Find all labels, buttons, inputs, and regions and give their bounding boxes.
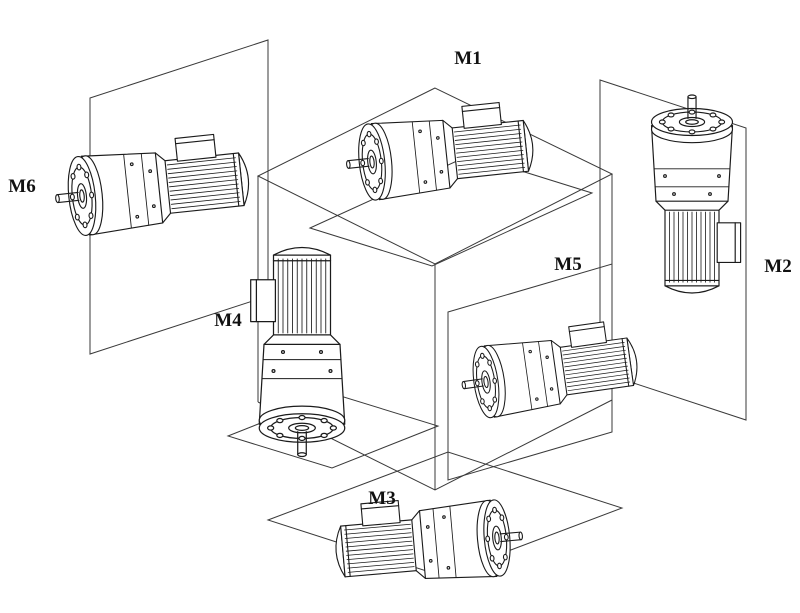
label-m4: M4 bbox=[214, 310, 242, 331]
label-m3: M3 bbox=[368, 488, 395, 509]
gearmotor-m6-illustration bbox=[50, 130, 253, 239]
label-m6: M6 bbox=[8, 176, 35, 197]
gearmotor-m3-illustration bbox=[331, 489, 527, 591]
gearmotor-m2-illustration bbox=[650, 94, 742, 294]
mounting-plane-m5 bbox=[447, 263, 613, 481]
label-m5: M5 bbox=[554, 254, 581, 275]
gearmotor-m4-illustration bbox=[250, 246, 346, 458]
gearmotor-m1-illustration bbox=[341, 98, 538, 204]
gearmotor-m5-illustration bbox=[455, 317, 643, 422]
label-m2: M2 bbox=[764, 256, 791, 277]
label-m1: M1 bbox=[454, 48, 481, 69]
mounting-plane-m1 bbox=[308, 154, 594, 267]
